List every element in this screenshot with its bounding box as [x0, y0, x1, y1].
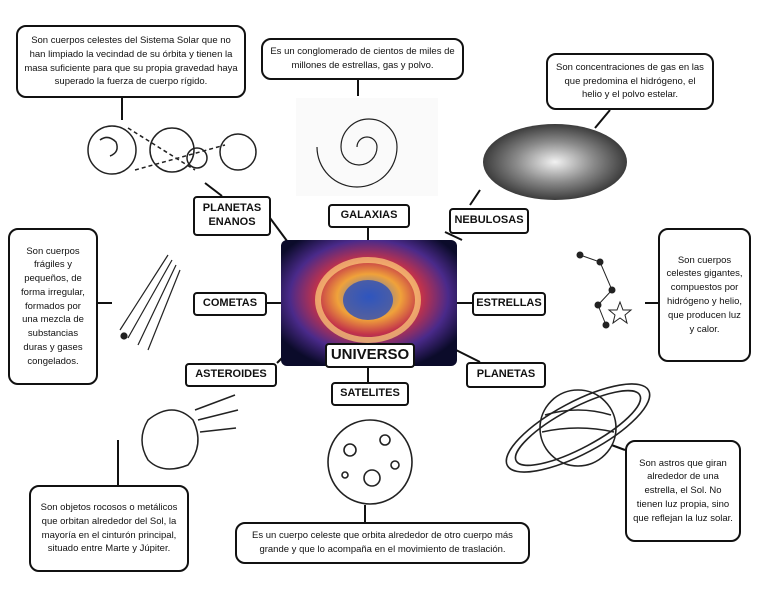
asteroid-illustration	[141, 394, 239, 470]
connector-neb-desc	[594, 109, 611, 129]
connector-nebulosas	[444, 231, 463, 241]
connector-pe-img	[204, 182, 223, 197]
description-galaxias: Es un conglomerado de cientos de miles d…	[261, 38, 464, 80]
label-planetas: PLANETAS	[466, 362, 546, 388]
label-nebulosas: NEBULOSAS	[449, 208, 529, 234]
description-nebulosas: Son concentraciones de gas en las que pr…	[546, 53, 714, 110]
label-cometas: COMETAS	[193, 292, 267, 316]
description-estrellas: Son cuerpos celestes gigantes, compuesto…	[658, 228, 751, 362]
label-asteroides: ASTEROIDES	[185, 363, 277, 387]
comet-illustration	[119, 254, 181, 351]
moon-illustration	[327, 419, 413, 505]
description-planetas-enanos: Son cuerpos celestes del Sistema Solar q…	[16, 25, 246, 98]
constellation-illustration	[576, 251, 633, 329]
description-asteroides: Son objetos rocosos o metálicos que orbi…	[29, 485, 189, 572]
label-satelites: SATELITES	[331, 382, 409, 406]
galaxy-illustration	[296, 98, 438, 196]
description-cometas: Son cuerpos frágiles y pequeños, de form…	[8, 228, 98, 385]
label-galaxias: GALAXIAS	[328, 204, 410, 228]
label-estrellas: ESTRELLAS	[472, 292, 546, 316]
description-planetas: Son astros que giran alrededor de una es…	[625, 440, 741, 542]
connector-nebulosas-img	[469, 189, 481, 206]
universe-helix-nebula	[315, 257, 421, 343]
dwarf-planets-illustration	[87, 125, 257, 175]
saturn-illustration	[505, 383, 651, 473]
nebula-image	[483, 124, 627, 200]
label-planetas-enanos: PLANETAS ENANOS	[193, 196, 271, 236]
center-title-universo: UNIVERSO	[325, 343, 415, 368]
connector-planetas	[455, 349, 481, 363]
description-satelites: Es un cuerpo celeste que orbita alrededo…	[235, 522, 530, 564]
